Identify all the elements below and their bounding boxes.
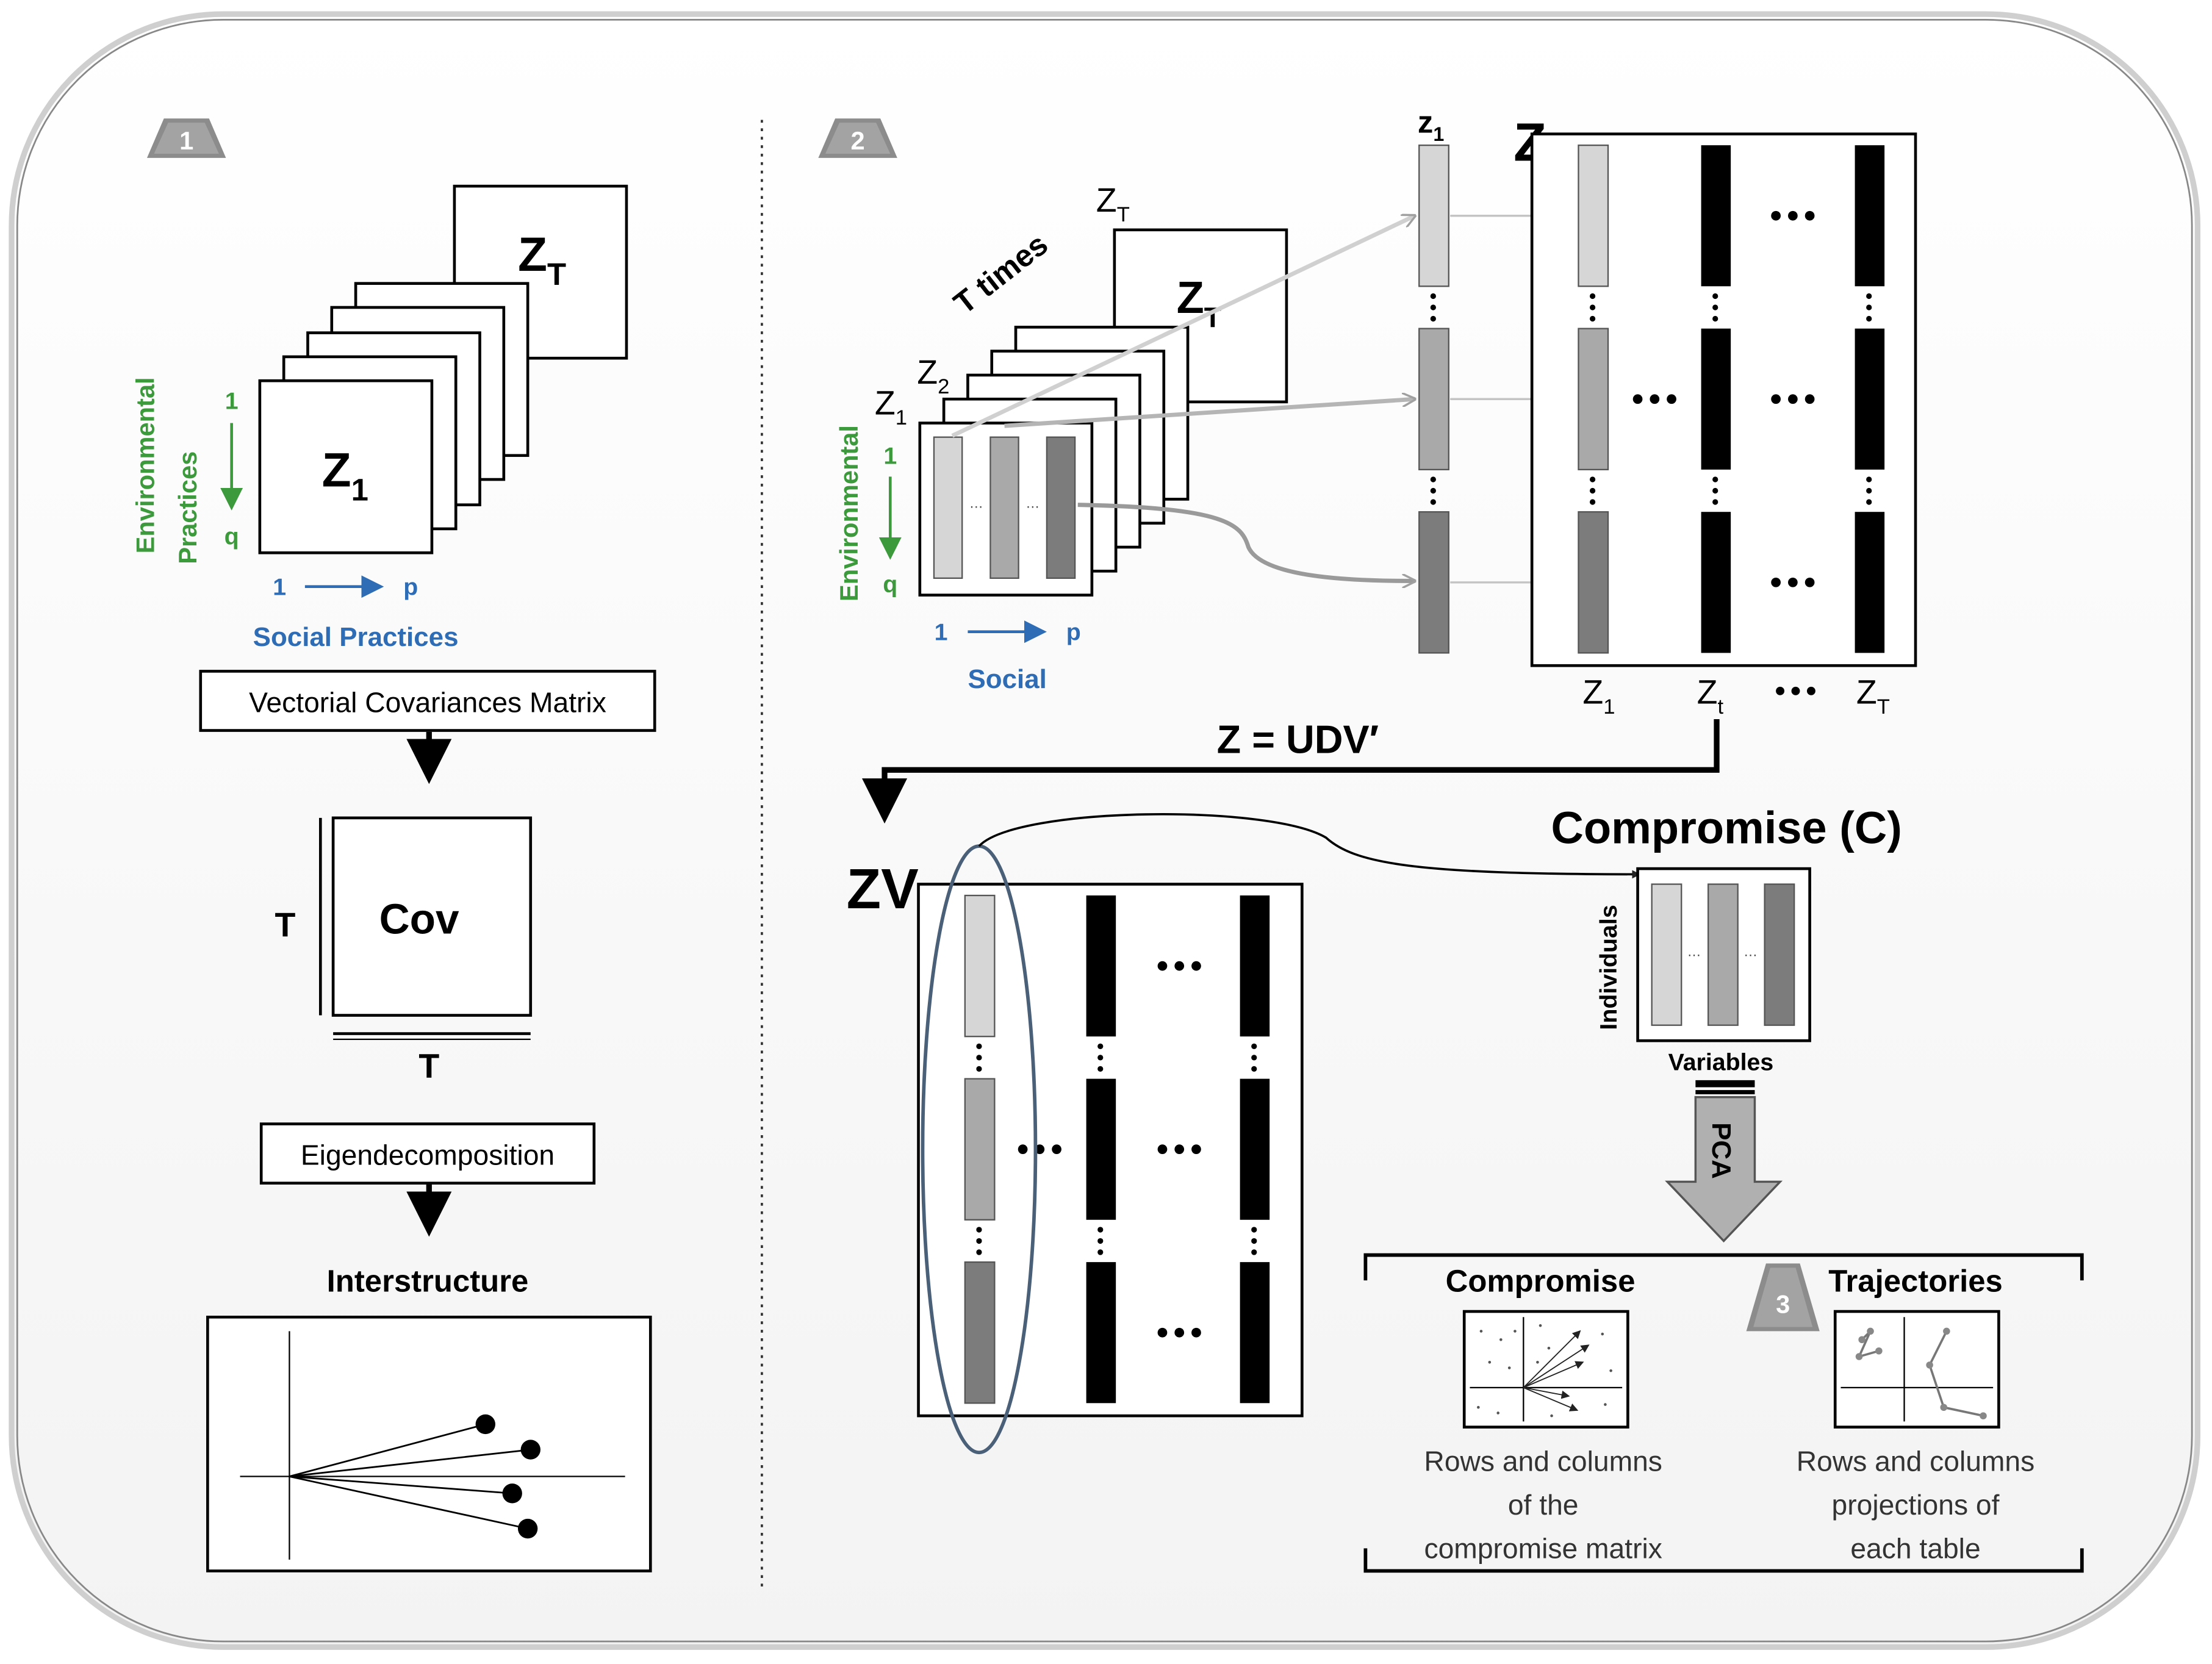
pca-arrow: PCA bbox=[1665, 1080, 1783, 1243]
compromise-caption-line-2: of the bbox=[1508, 1489, 1579, 1521]
env-axis-label-1: Environmental bbox=[131, 377, 159, 553]
interstructure-plot bbox=[206, 1315, 652, 1573]
compromise-biplot bbox=[1462, 1310, 1629, 1429]
svd-equation: Z = UDV′ bbox=[1217, 717, 1379, 762]
svg-text:…: … bbox=[1743, 943, 1758, 959]
trajectories-plot bbox=[1833, 1310, 2000, 1429]
compromise-caption-line-3: compromise matrix bbox=[1424, 1533, 1662, 1565]
pca-label: PCA bbox=[1706, 1122, 1736, 1179]
arrow-col1-to-z1 bbox=[951, 216, 1415, 438]
trajectories-caption-line-2: projections of bbox=[1832, 1489, 2000, 1521]
social2-axis-label: Social bbox=[968, 664, 1046, 694]
env2-axis-start: 1 bbox=[883, 443, 897, 470]
badge-1-number: 1 bbox=[179, 126, 193, 155]
env-axis-start: 1 bbox=[225, 387, 239, 414]
col-label-zT: ZT bbox=[1856, 673, 1890, 719]
matrix-stack-1 bbox=[258, 184, 628, 554]
compromise-sub-title: Compromise bbox=[1446, 1264, 1636, 1299]
social-axis-end: p bbox=[403, 574, 418, 601]
col-label-ellipsis bbox=[1776, 686, 1815, 695]
badge-3: 3 bbox=[1746, 1263, 1820, 1332]
individuals-label: Individuals bbox=[1595, 905, 1622, 1030]
env2-axis-label: Environmental bbox=[835, 425, 863, 601]
compromise-title: Compromise (C) bbox=[1551, 802, 1902, 853]
variables-label: Variables bbox=[1668, 1049, 1774, 1076]
env-axis-label-2: Practices bbox=[173, 451, 202, 564]
results-bracket-top bbox=[1363, 1253, 2084, 1281]
panel-1: 1 ZT Z1 1 q Environmental Practices 1 p … bbox=[131, 118, 656, 1573]
arrow-col3-to-z1 bbox=[1077, 503, 1415, 581]
eigen-box bbox=[259, 1122, 596, 1185]
badge-2: 2 bbox=[818, 118, 897, 158]
arrow-col2-to-z1 bbox=[1004, 399, 1415, 428]
zv-label: ZV bbox=[847, 857, 919, 920]
interstructure-point bbox=[475, 1414, 495, 1435]
cov-label: Cov bbox=[379, 895, 459, 942]
env2-axis-end: q bbox=[883, 571, 897, 598]
label-z2: Z2 bbox=[917, 353, 949, 398]
badge-1: 1 bbox=[146, 118, 226, 158]
social2-axis-start: 1 bbox=[935, 619, 948, 646]
z1-seg-1 bbox=[1418, 144, 1449, 287]
trajectories-caption-line-1: Rows and columns bbox=[1797, 1445, 2034, 1477]
interstructure-title: Interstructure bbox=[327, 1264, 529, 1299]
front-col-3 bbox=[1046, 436, 1076, 579]
z1-seg-2 bbox=[1418, 328, 1449, 471]
social-axis-start: 1 bbox=[273, 574, 286, 601]
svd-arrow bbox=[862, 719, 1720, 824]
svg-text:…: … bbox=[1025, 495, 1040, 511]
env-axis-end: q bbox=[224, 523, 239, 550]
oval-to-compromise-arrow bbox=[978, 813, 1641, 879]
front-col-2 bbox=[989, 436, 1019, 579]
compromise-caption-line-1: Rows and columns bbox=[1424, 1445, 1662, 1477]
svg-text:…: … bbox=[1687, 943, 1701, 959]
front-col-1 bbox=[933, 436, 963, 579]
z1-seg-3 bbox=[1418, 511, 1449, 654]
results-bracket-bottom bbox=[1363, 1548, 2084, 1573]
cov-matrix bbox=[331, 816, 533, 1017]
zv-columns bbox=[964, 894, 1270, 1404]
vcm-box bbox=[199, 670, 656, 732]
trajectories-caption-line-3: each table bbox=[1850, 1533, 1980, 1565]
interstructure-point bbox=[502, 1483, 522, 1504]
badge-2-number: 2 bbox=[851, 126, 865, 155]
svg-text:…: … bbox=[969, 495, 983, 511]
social-axis-label: Social Practices bbox=[253, 622, 459, 652]
badge-3-number: 3 bbox=[1776, 1289, 1790, 1318]
eigen-box-label: Eigendecomposition bbox=[301, 1139, 555, 1171]
big-z-columns bbox=[1578, 144, 1885, 654]
front-matrix bbox=[258, 379, 434, 554]
social2-axis-end: p bbox=[1066, 619, 1081, 646]
trajectories-sub-title: Trajectories bbox=[1828, 1264, 2003, 1299]
interstructure-point bbox=[520, 1440, 540, 1460]
vcm-box-label: Vectorial Covariances Matrix bbox=[249, 686, 606, 718]
cov-col-label: T bbox=[418, 1047, 439, 1085]
panel-2: 2 T times ZT ZT Z2 Z1 … … 1 q Environmen… bbox=[818, 104, 2084, 1573]
cov-row-label: T bbox=[275, 906, 296, 944]
interstructure-point bbox=[517, 1518, 538, 1539]
